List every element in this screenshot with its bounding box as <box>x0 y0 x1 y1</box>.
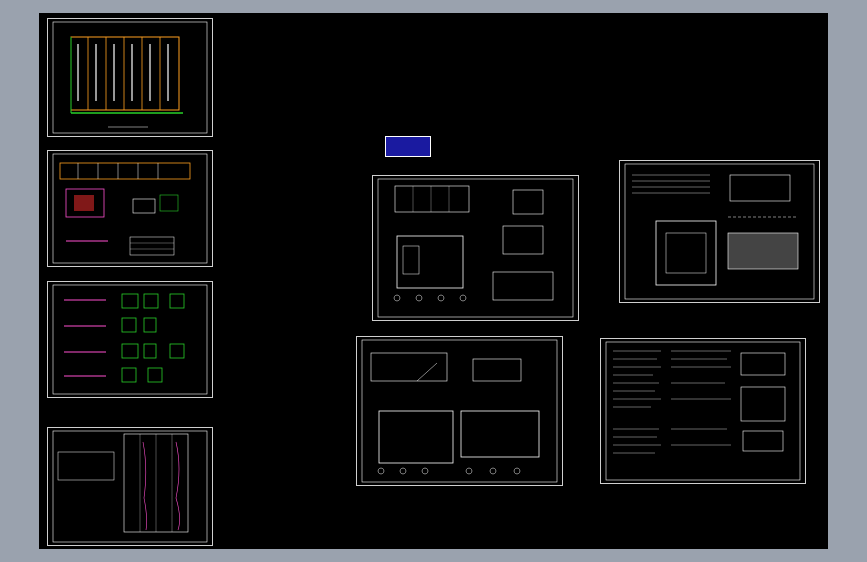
drawing-sheet-details[interactable] <box>47 281 213 398</box>
drawing-sheet-tables[interactable] <box>47 427 213 546</box>
watermark-stamp <box>385 136 431 157</box>
elevation-drawing <box>361 339 558 483</box>
building-plan-drawing <box>377 178 574 318</box>
sections-drawing <box>52 153 208 264</box>
drawing-sheet-elevation[interactable] <box>356 336 563 486</box>
drawing-sheet-foundation[interactable] <box>619 160 820 303</box>
drawing-sheet-building-plan[interactable] <box>372 175 579 321</box>
foundation-drawing <box>624 163 815 300</box>
tables-drawing <box>52 430 208 543</box>
drawing-sheet-sections[interactable] <box>47 150 213 267</box>
site-plan-drawing <box>52 21 208 134</box>
drawing-sheet-site-plan[interactable] <box>47 18 213 137</box>
drawing-canvas[interactable] <box>39 13 828 549</box>
notes-drawing <box>605 341 801 481</box>
drawing-sheet-notes[interactable] <box>600 338 806 484</box>
details-drawing <box>52 284 208 395</box>
